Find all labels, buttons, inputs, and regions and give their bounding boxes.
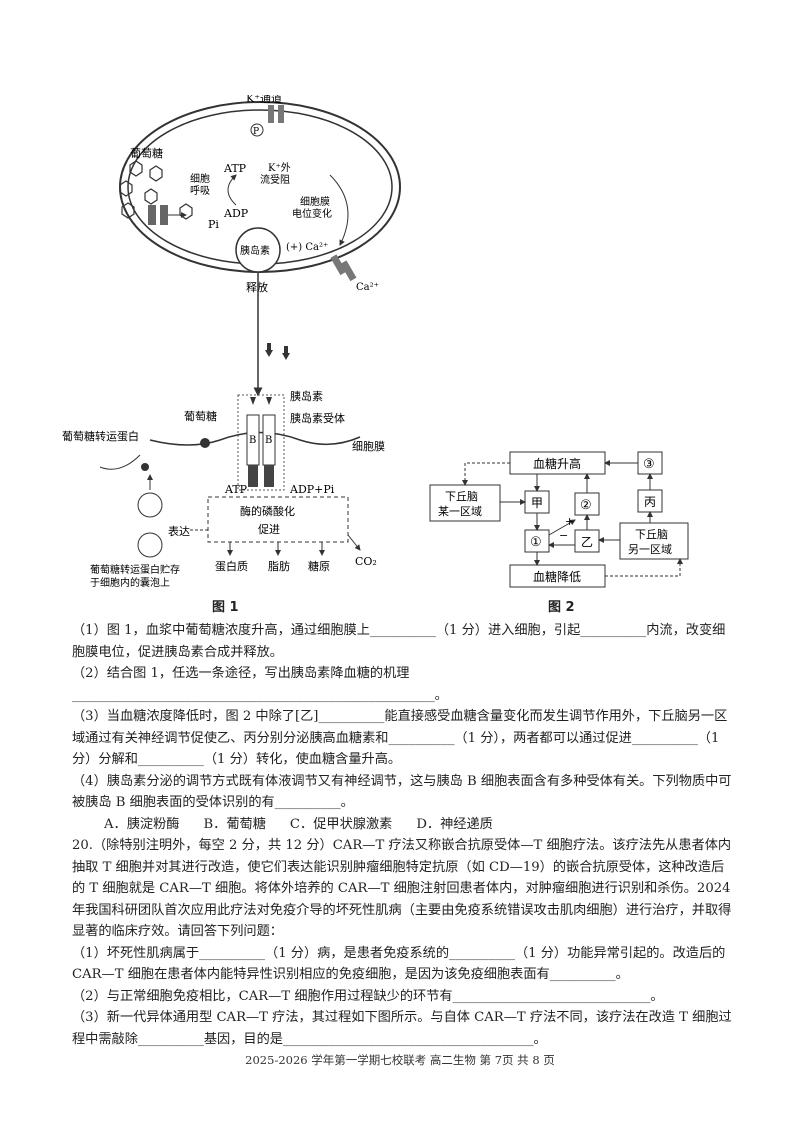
minus-sign: − (559, 529, 568, 542)
respiration-label-2: 呼吸 (190, 185, 210, 197)
glucose-label: 葡萄糖 (130, 146, 163, 160)
vesicle-icon (137, 492, 163, 558)
insulin-molecules-icon (265, 343, 290, 360)
q19-options: A．胰淀粉酶 B．葡萄糖 C．促甲状腺激素 D．神经递质 (72, 814, 732, 836)
hypothalamus-2-label: 下丘脑 (635, 528, 668, 541)
atp-label: ATP (223, 162, 247, 175)
blood-sugar-high-label: 血糖升高 (533, 456, 581, 471)
b-subunit-label-right: B (265, 435, 272, 446)
figure-1-caption: 图 1 (212, 600, 239, 615)
calcium-promote-label: (+) Ca²⁺ (286, 242, 328, 253)
question-19-body: （1）图 1，血浆中葡萄糖浓度升高，通过细胞膜上__________（1 分）进… (72, 620, 732, 1050)
vesicle-label: 葡萄糖转运蛋白贮存 (90, 563, 180, 576)
glucose-transporter-icon (148, 205, 168, 225)
q19-part-4: （4）胰岛素分泌的调节方式既有体液调节又有神经调节，这与胰岛 B 细胞表面含有多… (72, 773, 732, 811)
page-footer: 2025-2026 学年第一学期七校联考 高二生物 第 7页 共 8 页 (245, 1053, 555, 1067)
q19-part-3: （3）当血糖浓度降低时，图 2 中除了[乙]__________能直接感受血糖含… (72, 709, 728, 767)
q19-part-2: （2）结合图 1，任选一条途径，写出胰岛素降血糖的机理_____________… (72, 666, 448, 703)
membrane-change-label-2: 电位变化 (292, 207, 332, 220)
insulin-vesicle (235, 227, 281, 273)
respiration-label: 细胞 (190, 172, 210, 185)
co2-label: CO₂ (355, 555, 377, 568)
k-channel-label: K⁺通道 (246, 95, 282, 105)
vesicle-label-2: 于细胞内的囊泡上 (90, 576, 170, 589)
insulin-receptor (237, 394, 285, 491)
glucose-transporter-label: 葡萄糖转运蛋白 (62, 429, 139, 443)
express-label: 表达 (168, 524, 190, 538)
cell-membrane-label: 细胞膜 (352, 440, 385, 453)
plus-sign: + (565, 515, 574, 528)
node-2: ② (580, 498, 592, 513)
q20-part-1: （1）坏死性肌病属于__________（1 分）病，是患者免疫系统的_____… (72, 945, 726, 983)
node-yi: 乙 (581, 535, 593, 549)
calcium-channel-icon (330, 254, 357, 282)
k-blocked-label-2: 流受阻 (260, 173, 290, 186)
atp-label-2: ATP (224, 483, 248, 496)
q19-part-1: （1）图 1，血浆中葡萄糖浓度升高，通过细胞膜上__________（1 分）进… (72, 623, 726, 660)
adp-label: ADP (223, 207, 249, 220)
hypothalamus-1-label: 下丘脑 (445, 490, 478, 503)
option-b: B．葡萄糖 (203, 816, 266, 832)
insulin-label: 胰岛素 (290, 389, 323, 403)
blood-sugar-low-label: 血糖降低 (533, 569, 581, 584)
protein-label: 蛋白质 (215, 559, 248, 573)
hypothalamus-1-label-2: 某一区域 (438, 505, 482, 518)
insulin-vesicle-label: 胰岛素 (240, 244, 270, 257)
q20-part-2: （2）与正常细胞免疫相比，CAR—T 细胞作用过程缺少的环节有_________… (72, 988, 664, 1004)
pi-label: Pi (208, 218, 219, 231)
node-bing: 丙 (644, 495, 656, 509)
k-blocked-label: K⁺外 (268, 162, 291, 174)
q20-part-3: （3）新一代异体通用型 CAR—T 疗法，其过程如下图所示。与自体 CAR—T … (72, 1010, 732, 1047)
node-1: ① (530, 535, 542, 550)
figure-2: 血糖升高 血糖降低 ③ ② ① 甲 乙 丙 下丘脑 某一区域 下丘脑 另一区域 … (429, 451, 689, 588)
promote-label: 促进 (258, 522, 280, 536)
option-a: A．胰淀粉酶 (104, 816, 180, 832)
fat-label: 脂肪 (268, 559, 290, 573)
option-d: D．神经递质 (416, 816, 493, 832)
option-c: C．促甲状腺激素 (289, 816, 393, 832)
q20-intro: 20.（除特别注明外，每空 2 分，共 12 分）CAR—T 疗法又称嵌合抗原受… (72, 838, 732, 939)
insulin-receptor-label: 胰岛素受体 (290, 411, 345, 425)
figure-2-caption: 图 2 (548, 600, 575, 615)
calcium-outside-label: Ca²⁺ (356, 282, 379, 293)
membrane-change-label: 细胞膜 (300, 195, 330, 208)
b-subunit-label-left: B (249, 435, 256, 446)
glucose-label-2: 葡萄糖 (184, 409, 217, 423)
adp-pi-label: ADP+Pi (289, 483, 335, 496)
node-jia: 甲 (531, 496, 543, 510)
glycogen-label: 糖原 (308, 559, 330, 573)
k-channel-icon (268, 105, 284, 123)
release-label: 释放 (246, 280, 268, 294)
svg-text:P: P (253, 127, 259, 137)
glucose-transporter-icon-2 (141, 438, 210, 471)
phosphorylation-label: 酶的磷酸化 (240, 504, 295, 518)
node-3: ③ (643, 457, 655, 472)
figure-1: P K⁺通道 葡萄糖 ATP ADP Pi 细胞 呼吸 K⁺外 流受阻 细胞膜 … (62, 95, 401, 589)
hypothalamus-2-label-2: 另一区域 (628, 543, 672, 556)
